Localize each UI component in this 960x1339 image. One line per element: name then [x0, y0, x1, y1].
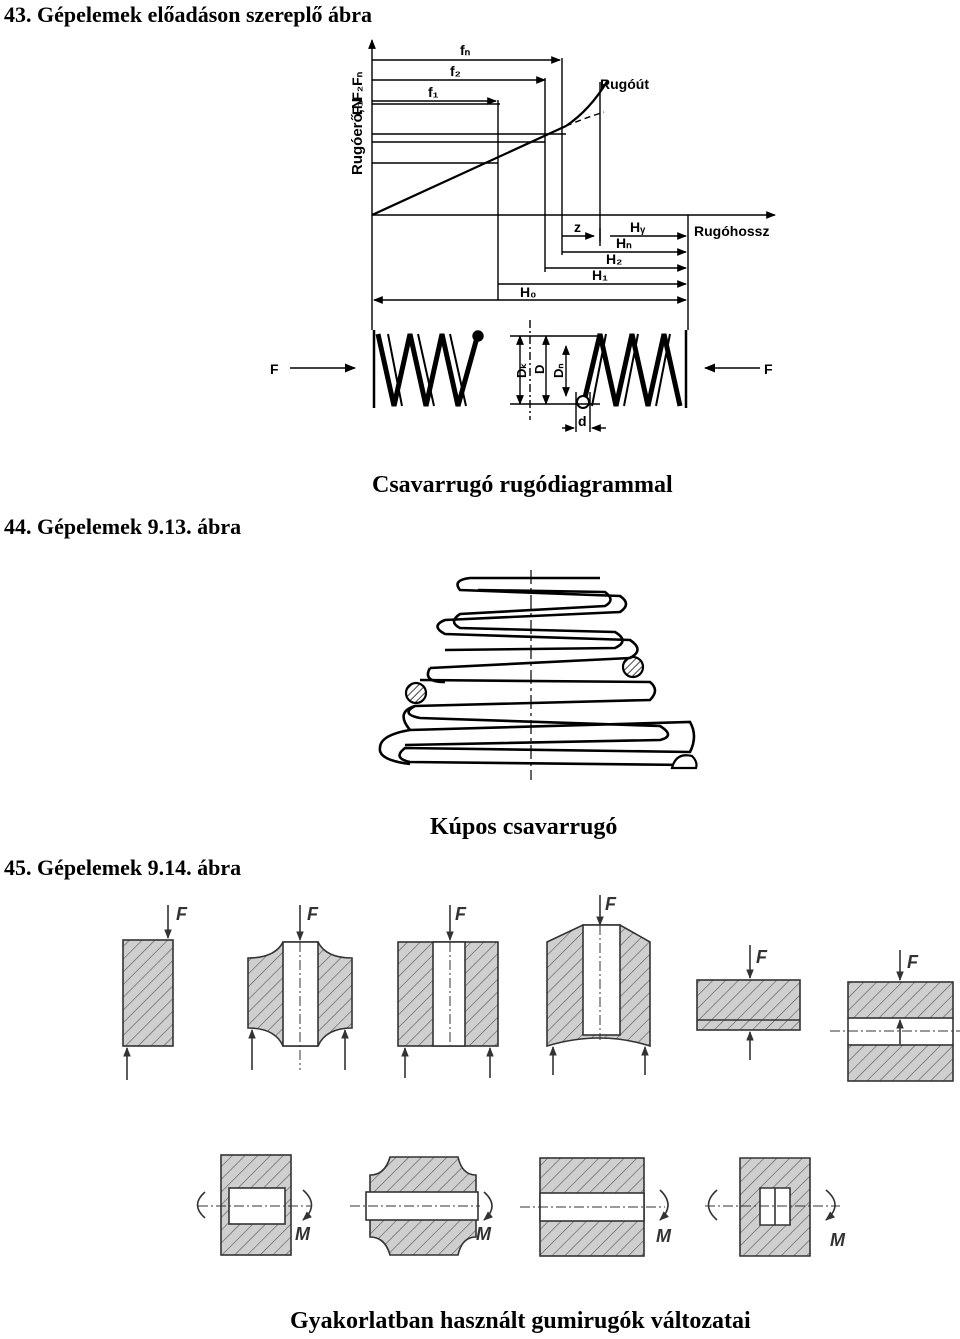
conical-spring	[378, 570, 698, 780]
y-axis-label: Rugóerő,N	[349, 98, 366, 175]
spring-diagram: Rugóerő,N F₁F₂Fₙ Rugóút Rugóhossz fₙ f₂ …	[270, 39, 776, 432]
f-1-label: f₁	[428, 84, 439, 100]
h-2-label: H₂	[606, 251, 622, 267]
moment-label-3: M	[656, 1226, 672, 1246]
force-label-6: F	[907, 952, 919, 972]
figure-43-heading: 43. Gépelemek előadáson szereplő ábra	[4, 2, 373, 27]
force-label-1: F	[176, 904, 188, 924]
h-n-label: Hₙ	[616, 235, 632, 251]
moment-label-4: M	[830, 1230, 846, 1250]
figure-43-caption: Csavarrugó rugódiagrammal	[372, 472, 673, 498]
force-label-2: F	[307, 904, 319, 924]
moment-label-1: M	[295, 1224, 311, 1244]
force-label-4: F	[605, 894, 617, 914]
x-axis-label: Rugóhossz	[694, 223, 769, 239]
y-force-marks-label: F₁F₂Fₙ	[349, 71, 365, 115]
f-n-label: fₙ	[460, 42, 471, 58]
figure-45-heading: 45. Gépelemek 9.14. ábra	[4, 855, 242, 880]
z-label: z	[574, 219, 581, 235]
wire-d-label: d	[578, 413, 587, 429]
curve-label: Rugóút	[600, 76, 649, 92]
force-label-3: F	[455, 904, 467, 924]
force-right-label: F	[764, 361, 773, 377]
moment-label-2: M	[476, 1224, 492, 1244]
h-v-label: Hᵧ	[630, 219, 646, 235]
force-left-label: F	[270, 361, 279, 377]
h-1-label: H₁	[592, 267, 608, 283]
figure-44-caption: Kúpos csavarrugó	[430, 814, 618, 840]
f-2-label: f₂	[450, 63, 461, 79]
h-0-label: H₀	[520, 284, 536, 300]
figure-45-caption: Gyakorlatban használt gumirugók változat…	[290, 1308, 751, 1334]
dn-label: Dₙ	[551, 363, 566, 378]
d-mean-label: D	[532, 365, 547, 374]
rubber-springs: F F F F F F M M M M	[122, 894, 960, 1257]
dk-label: Dₖ	[514, 363, 529, 378]
figure-44-heading: 44. Gépelemek 9.13. ábra	[4, 514, 242, 539]
force-label-5: F	[756, 947, 768, 967]
